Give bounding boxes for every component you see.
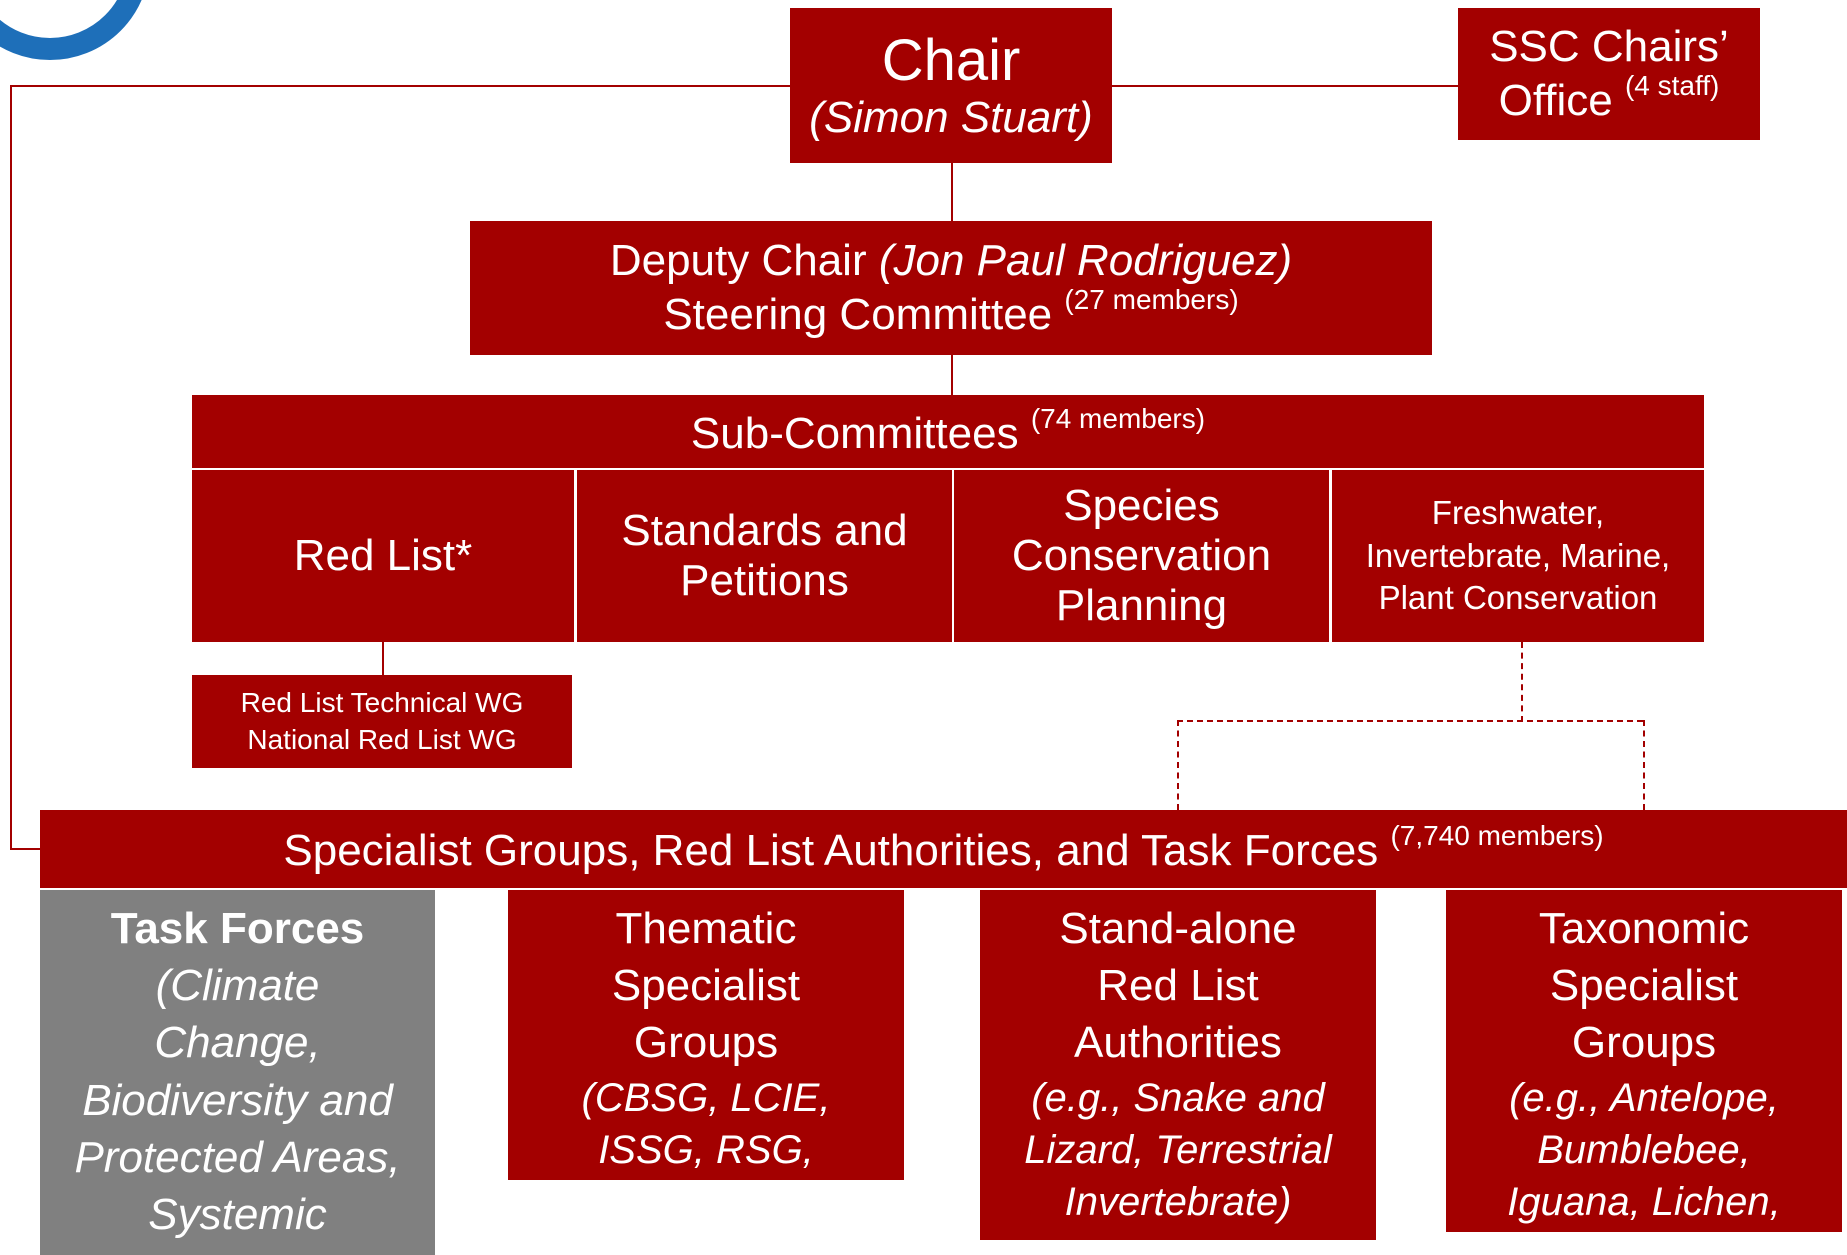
group-title-line: Specialist <box>1549 961 1739 1011</box>
chairs-office-box: SSC Chairs’ Office (4 staff) <box>1458 8 1760 140</box>
task-forces-title: Task Forces <box>110 904 365 953</box>
dashed-connector-horizontal <box>1177 720 1643 722</box>
group-detail-line: (e.g., Antelope, <box>1509 1075 1779 1120</box>
subcommittees-header: Sub-Committees (74 members) <box>192 395 1704 468</box>
group-detail-line: ISSG, RSG, <box>598 1127 814 1172</box>
subcommittee-label-line: Standards and <box>621 506 908 556</box>
group-title-line: Stand-alone <box>1059 904 1297 953</box>
subcommittee-label-line: Planning <box>1055 580 1228 630</box>
task-forces-detail-line: Protected Areas, <box>74 1132 401 1182</box>
group-detail-line: Lizard, Terrestrial <box>1024 1127 1332 1172</box>
connector-chair-office <box>1112 85 1460 87</box>
subcommittee-standards-petitions: Standards and Petitions <box>577 470 952 642</box>
specialist-bar-members: (7,740 members) <box>1390 820 1604 852</box>
chair-name: (Simon Stuart) <box>809 93 1093 143</box>
chair-box: Chair (Simon Stuart) <box>790 8 1112 163</box>
task-forces-detail-line: (Climate <box>155 961 320 1011</box>
subcommittee-species-conservation-planning: Species Conservation Planning <box>954 470 1329 642</box>
iucn-logo-icon <box>0 0 150 60</box>
group-title-line: Thematic <box>615 904 797 953</box>
deputy-title: Deputy Chair <box>609 236 867 286</box>
subcommittee-label-line: Petitions <box>680 556 849 605</box>
steering-committee-members: (27 members) <box>1064 284 1239 315</box>
connector-redlist-wg <box>382 642 384 675</box>
group-title-line: Taxonomic <box>1538 904 1750 953</box>
subcommittees-members: (74 members) <box>1030 402 1206 434</box>
dashed-connector-left-drop <box>1177 720 1179 810</box>
group-detail-line: Bumblebee, <box>1537 1127 1751 1172</box>
connector-chair-left <box>10 85 790 87</box>
subcommittee-label-line: Invertebrate, Marine, <box>1365 536 1671 574</box>
thematic-specialist-groups-box: Thematic Specialist Groups (CBSG, LCIE, … <box>508 890 904 1180</box>
connector-chair-deputy <box>951 163 953 221</box>
red-list-working-groups-box: Red List Technical WG National Red List … <box>192 675 572 768</box>
steering-committee-label: Steering Committee <box>663 290 1053 339</box>
deputy-chair-box: Deputy Chair (Jon Paul Rodriguez) Steeri… <box>470 221 1432 355</box>
office-line1: SSC Chairs’ <box>1489 22 1729 72</box>
subcommittee-label-line: Plant Conservation <box>1378 579 1658 617</box>
group-detail-line: Iguana, Lichen, <box>1507 1179 1781 1224</box>
dashed-connector-taxon-down <box>1521 642 1523 722</box>
subcommittee-label-line: Conservation <box>1011 531 1272 581</box>
subcommittee-label-line: Freshwater, <box>1431 493 1605 531</box>
group-title-line: Groups <box>633 1018 779 1068</box>
group-detail-line: Invertebrate) <box>1064 1179 1292 1224</box>
task-forces-box: Task Forces (Climate Change, Biodiversit… <box>40 890 435 1255</box>
specialist-bar-label: Specialist Groups, Red List Authorities,… <box>283 826 1379 876</box>
subcommittees-label: Sub-Committees <box>690 408 1019 458</box>
connector-left-bottom <box>10 848 40 850</box>
group-title-line: Specialist <box>611 961 801 1011</box>
subcommittee-red-list: Red List* <box>192 470 574 642</box>
group-detail-line: (CBSG, LCIE, <box>581 1075 831 1120</box>
group-title-line: Authorities <box>1074 1018 1282 1068</box>
specialist-groups-bar: Specialist Groups, Red List Authorities,… <box>40 810 1847 888</box>
subcommittee-label-line: Species <box>1063 481 1220 531</box>
task-forces-detail-line: Systemic <box>148 1189 327 1239</box>
task-forces-detail-line: Biodiversity and <box>82 1075 393 1125</box>
red-list-technical-wg: Red List Technical WG <box>240 687 524 719</box>
subcommittee-label: Red List* <box>293 531 473 581</box>
chair-title: Chair <box>881 27 1021 93</box>
national-red-list-wg: National Red List WG <box>247 723 517 755</box>
deputy-name: (Jon Paul Rodriguez) <box>878 236 1293 286</box>
task-forces-detail-line: Change, <box>154 1018 321 1068</box>
dashed-connector-right-drop <box>1643 720 1645 810</box>
subcommittee-freshwater-invertebrate-marine-plant: Freshwater, Invertebrate, Marine, Plant … <box>1332 470 1704 642</box>
office-line2: Office <box>1498 76 1613 125</box>
group-title-line: Groups <box>1571 1018 1717 1068</box>
group-title-line: Red List <box>1097 961 1259 1011</box>
connector-deputy-subcommittees <box>951 355 953 395</box>
stand-alone-red-list-authorities-box: Stand-alone Red List Authorities (e.g., … <box>980 890 1376 1240</box>
connector-left-vertical <box>10 85 12 850</box>
office-staff-count: (4 staff) <box>1624 70 1720 101</box>
group-detail-line: (e.g., Snake and <box>1031 1075 1325 1120</box>
taxonomic-specialist-groups-box: Taxonomic Specialist Groups (e.g., Antel… <box>1446 890 1842 1232</box>
